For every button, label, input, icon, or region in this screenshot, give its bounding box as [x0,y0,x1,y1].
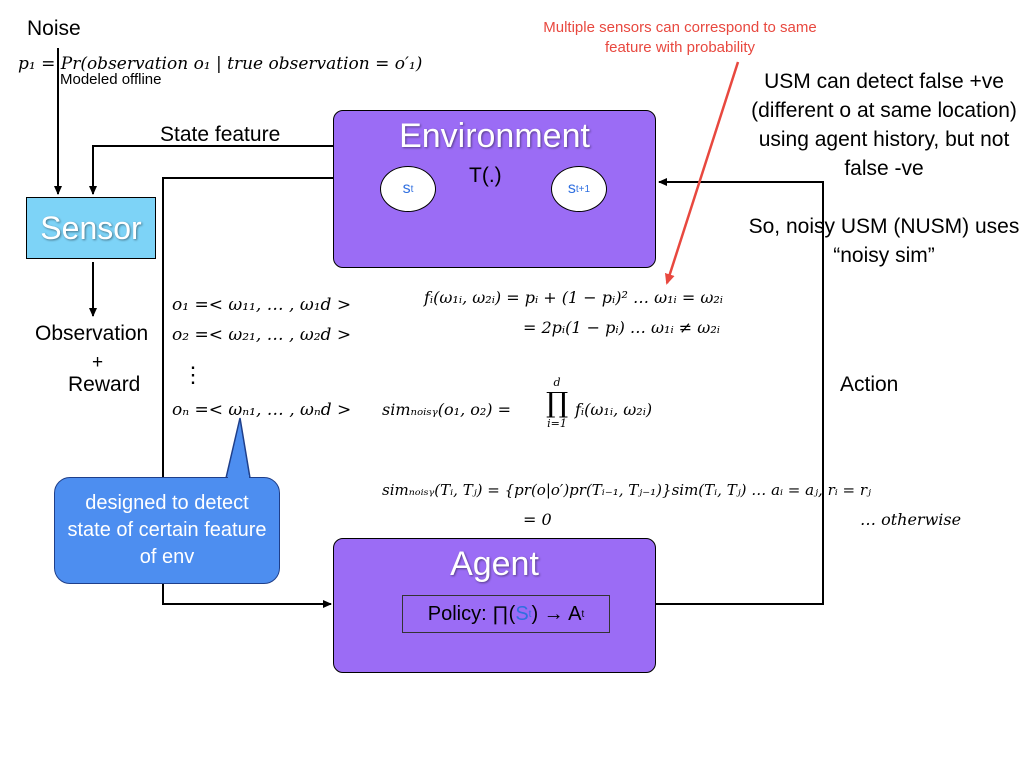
product-lower-limit: i=1 [547,417,567,430]
red-note-arrow [664,61,740,285]
noise-label: Noise [27,17,81,40]
f-equation-line2: = 2pᵢ(1 − pᵢ) … ω₁ᵢ ≠ ω₂ᵢ [523,318,720,337]
callout-seam [228,475,249,479]
observation-o1: o₁ =< ω₁₁, … , ω₁d > [172,295,352,315]
usm-note: USM can detect false +ve (different o at… [751,70,1017,180]
state-feature-label: State feature [160,123,281,146]
product-upper-limit: d [553,376,561,389]
agent-title: Agent [450,545,539,583]
red-note: Multiple sensors can correspond to same … [543,19,817,56]
action-label: Action [840,373,899,396]
callout-text: designed to detect state of certain feat… [67,492,267,568]
product-operator: d ∏ i=1 [541,376,573,430]
callout-bubble: designed to detect state of certain feat… [54,477,280,584]
state-feature-arrow [89,145,334,195]
f-equation-line1: fᵢ(ω₁ᵢ, ω₂ᵢ) = pᵢ + (1 − pᵢ)² … ω₁ᵢ = ω₂… [424,288,723,307]
policy-suffix: ) → A [531,602,582,625]
product-symbol: ∏ [545,386,569,419]
noise-formula: p₁ = Pr(observation o₁ | true observatio… [18,54,423,74]
observation-on: oₙ =< ωₙ₁, … , ωₙd > [172,400,352,420]
sim-noisy-trajectory-line2: = 0 [523,510,552,529]
action-arrow [656,178,824,605]
state-t-subscript: t [410,183,414,195]
modeled-offline-label: Modeled offline [60,71,162,88]
nusm-note: So, noisy USM (NUSM) uses “noisy sim” [748,215,1020,267]
environment-title: Environment [399,117,590,155]
state-next-subscript: t+1 [575,183,591,195]
observation-o2: o₂ =< ω₂₁, … , ω₂d > [172,325,352,345]
policy-action-subscript: t [581,608,585,620]
state-next-text: s [567,180,576,197]
observation-vdots: ⋮ [182,362,204,387]
policy-state-subscript: t [528,608,532,620]
transition-label: T(.) [469,164,502,187]
sim-noisy-trajectory-line1: simₙₒᵢₛᵧ(Tᵢ, Tⱼ) = {pr(o|o′)pr(Tᵢ₋₁, Tⱼ₋… [382,481,871,499]
sensor-box: Sensor [26,197,156,259]
observation-to-agent-arrow [162,177,334,608]
sim-noisy-rhs: fᵢ(ω₁ᵢ, ω₂ᵢ) [575,400,653,419]
sensor-title: Sensor [40,209,142,246]
reward-label: Reward [68,373,141,396]
observation-label: Observation [35,322,149,345]
state-t-text: s [402,180,411,197]
plus-label: + [92,352,104,373]
policy-prefix: Policy: ∏( [427,602,516,625]
policy-state: S [515,602,529,625]
otherwise-label: … otherwise [860,510,962,529]
sim-noisy-lhs: simₙₒᵢₛᵧ(o₁, o₂) = [382,400,512,419]
